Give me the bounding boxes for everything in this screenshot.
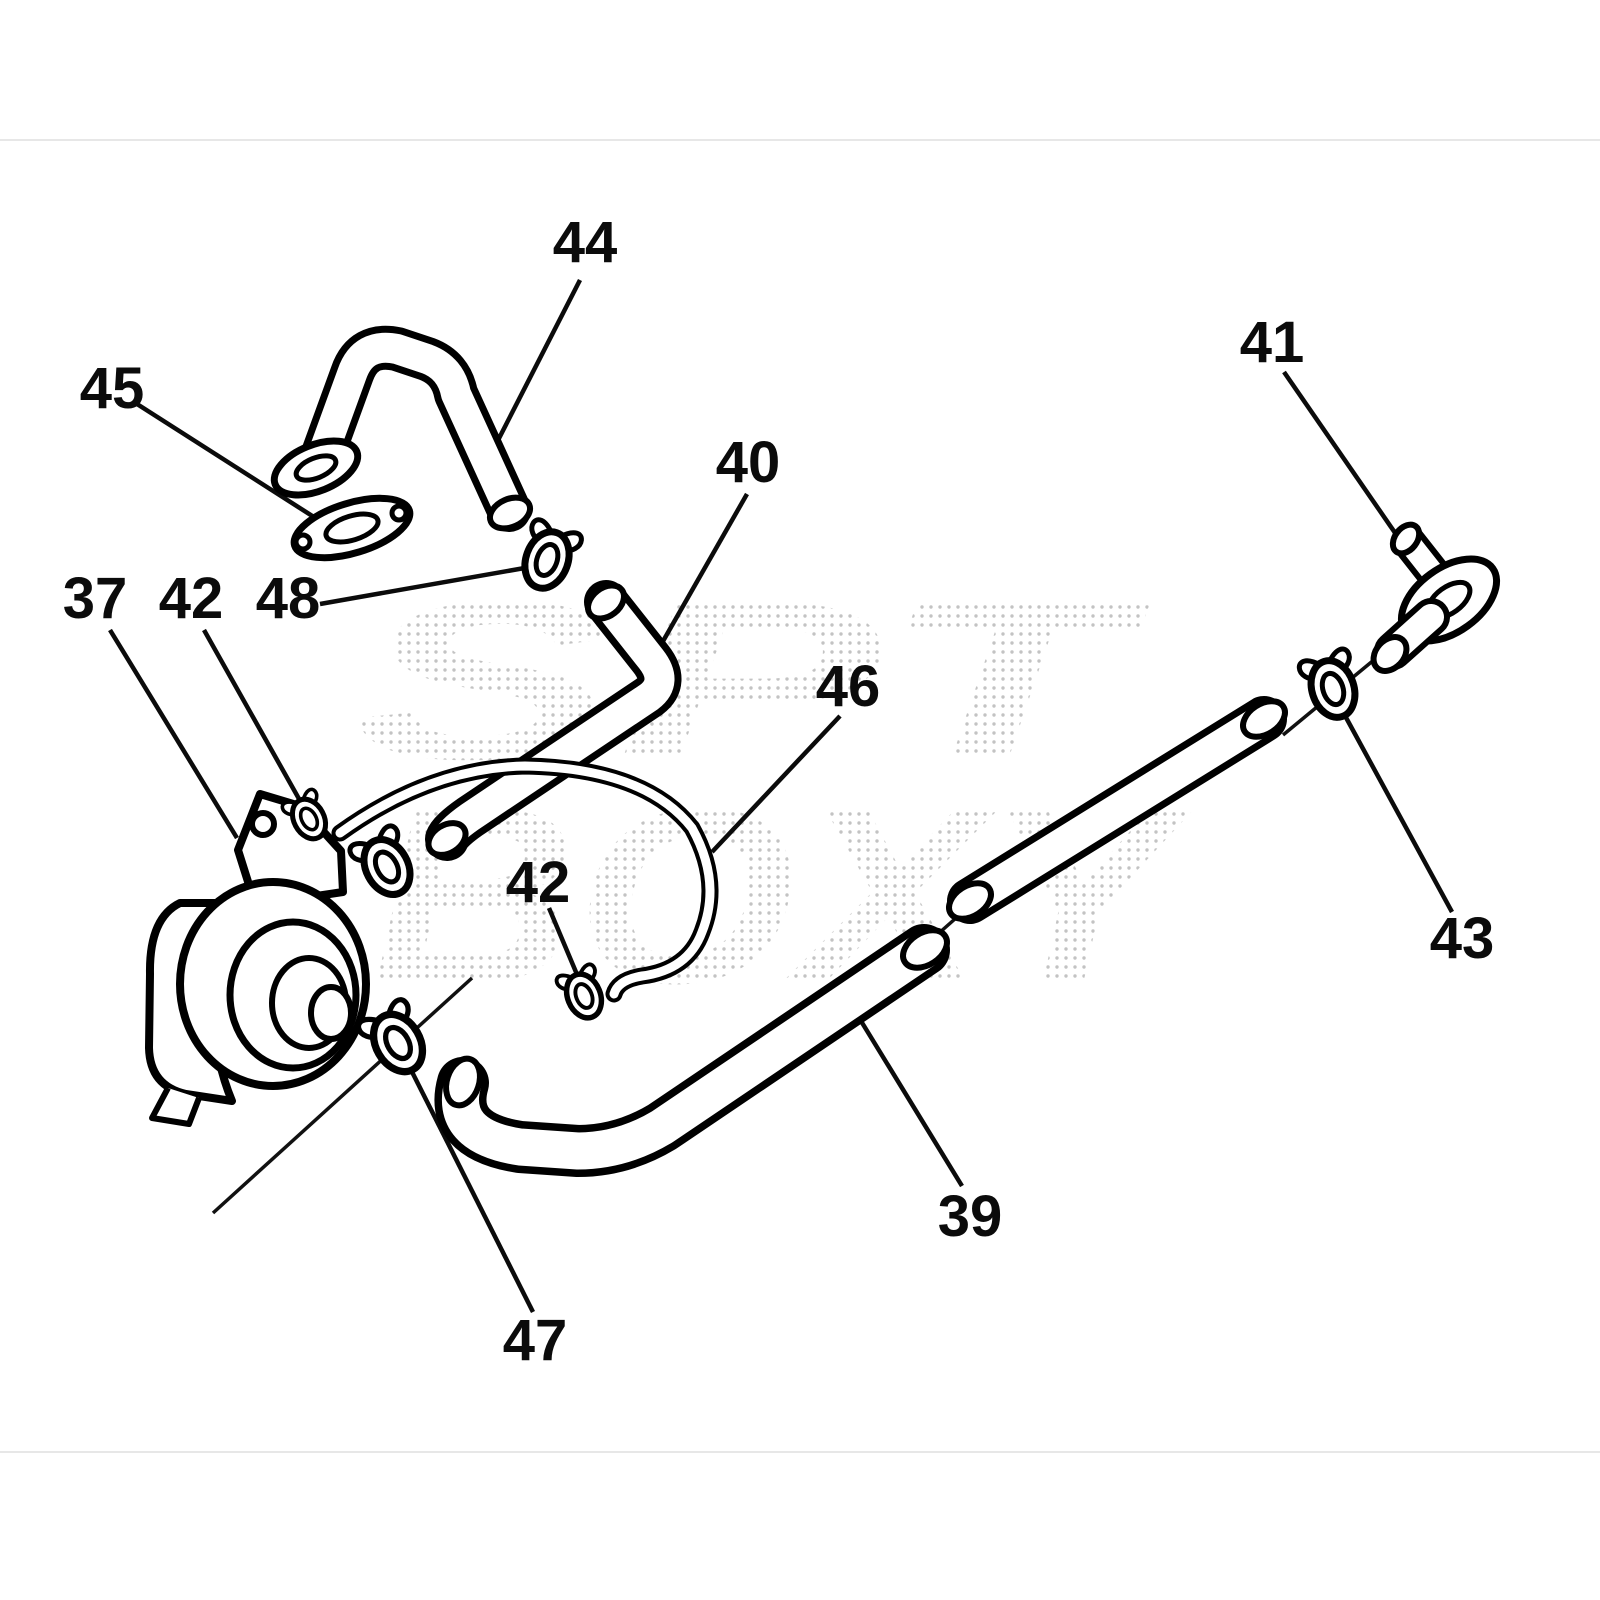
leader-line-40 — [648, 492, 749, 666]
pump-outlet-stub — [308, 984, 354, 1042]
part-label-42a: 42 — [159, 566, 224, 631]
hose-39 — [434, 924, 950, 1177]
fitting-neck-opening — [1370, 634, 1410, 674]
part-labels: 44 45 41 40 37 42 48 46 42 43 39 47 — [63, 210, 1495, 1373]
hose-39-open-end — [443, 1055, 483, 1109]
part-label-45: 45 — [80, 356, 145, 421]
hose-44-open-end — [486, 494, 534, 532]
leader-line-39 — [859, 1019, 964, 1188]
leader-line-41 — [1282, 370, 1402, 542]
part-label-46: 46 — [816, 654, 881, 719]
part-label-41: 41 — [1240, 310, 1305, 375]
leader-line-42b — [546, 907, 584, 985]
part-label-42b: 42 — [506, 850, 571, 915]
leader-line-45 — [135, 402, 319, 521]
leader-line-47 — [399, 1050, 536, 1314]
part-label-40: 40 — [716, 430, 781, 495]
water-pump-37 — [145, 790, 370, 1127]
leader-lines — [108, 278, 1454, 1314]
hose-40-open-end — [585, 582, 627, 622]
hose-39-straight-section — [946, 696, 1288, 924]
leader-line-42a — [202, 628, 305, 808]
leader-line-37 — [108, 628, 239, 840]
hose-40 — [425, 580, 682, 861]
pump-bracket-hole — [249, 810, 277, 838]
hose-40-open-end — [425, 820, 469, 858]
hose-39-open-end — [900, 927, 950, 971]
part-label-44: 44 — [553, 210, 618, 275]
outlet-fitting-41 — [1370, 521, 1501, 674]
leader-line-48 — [319, 563, 537, 607]
part-label-39: 39 — [938, 1184, 1003, 1249]
part-label-48: 48 — [256, 566, 321, 631]
part-label-43: 43 — [1430, 906, 1495, 971]
leader-line-46 — [710, 714, 842, 854]
hose-46 — [331, 757, 719, 1003]
part-label-37: 37 — [63, 566, 128, 631]
fitting-top-opening — [1389, 521, 1423, 557]
leader-line-44 — [489, 278, 583, 454]
part-label-47: 47 — [503, 1308, 568, 1373]
gasket-bolt-hole — [293, 532, 313, 552]
leader-line-43 — [1341, 710, 1454, 914]
gasket-bolt-hole — [389, 503, 409, 523]
hose-44 — [270, 325, 534, 532]
pump-foot — [149, 1086, 202, 1127]
axis-line-pump-outlet — [211, 976, 474, 1215]
gasket-45 — [290, 494, 414, 562]
pipe-open-end — [946, 880, 994, 922]
pipe-open-end — [1240, 698, 1288, 740]
